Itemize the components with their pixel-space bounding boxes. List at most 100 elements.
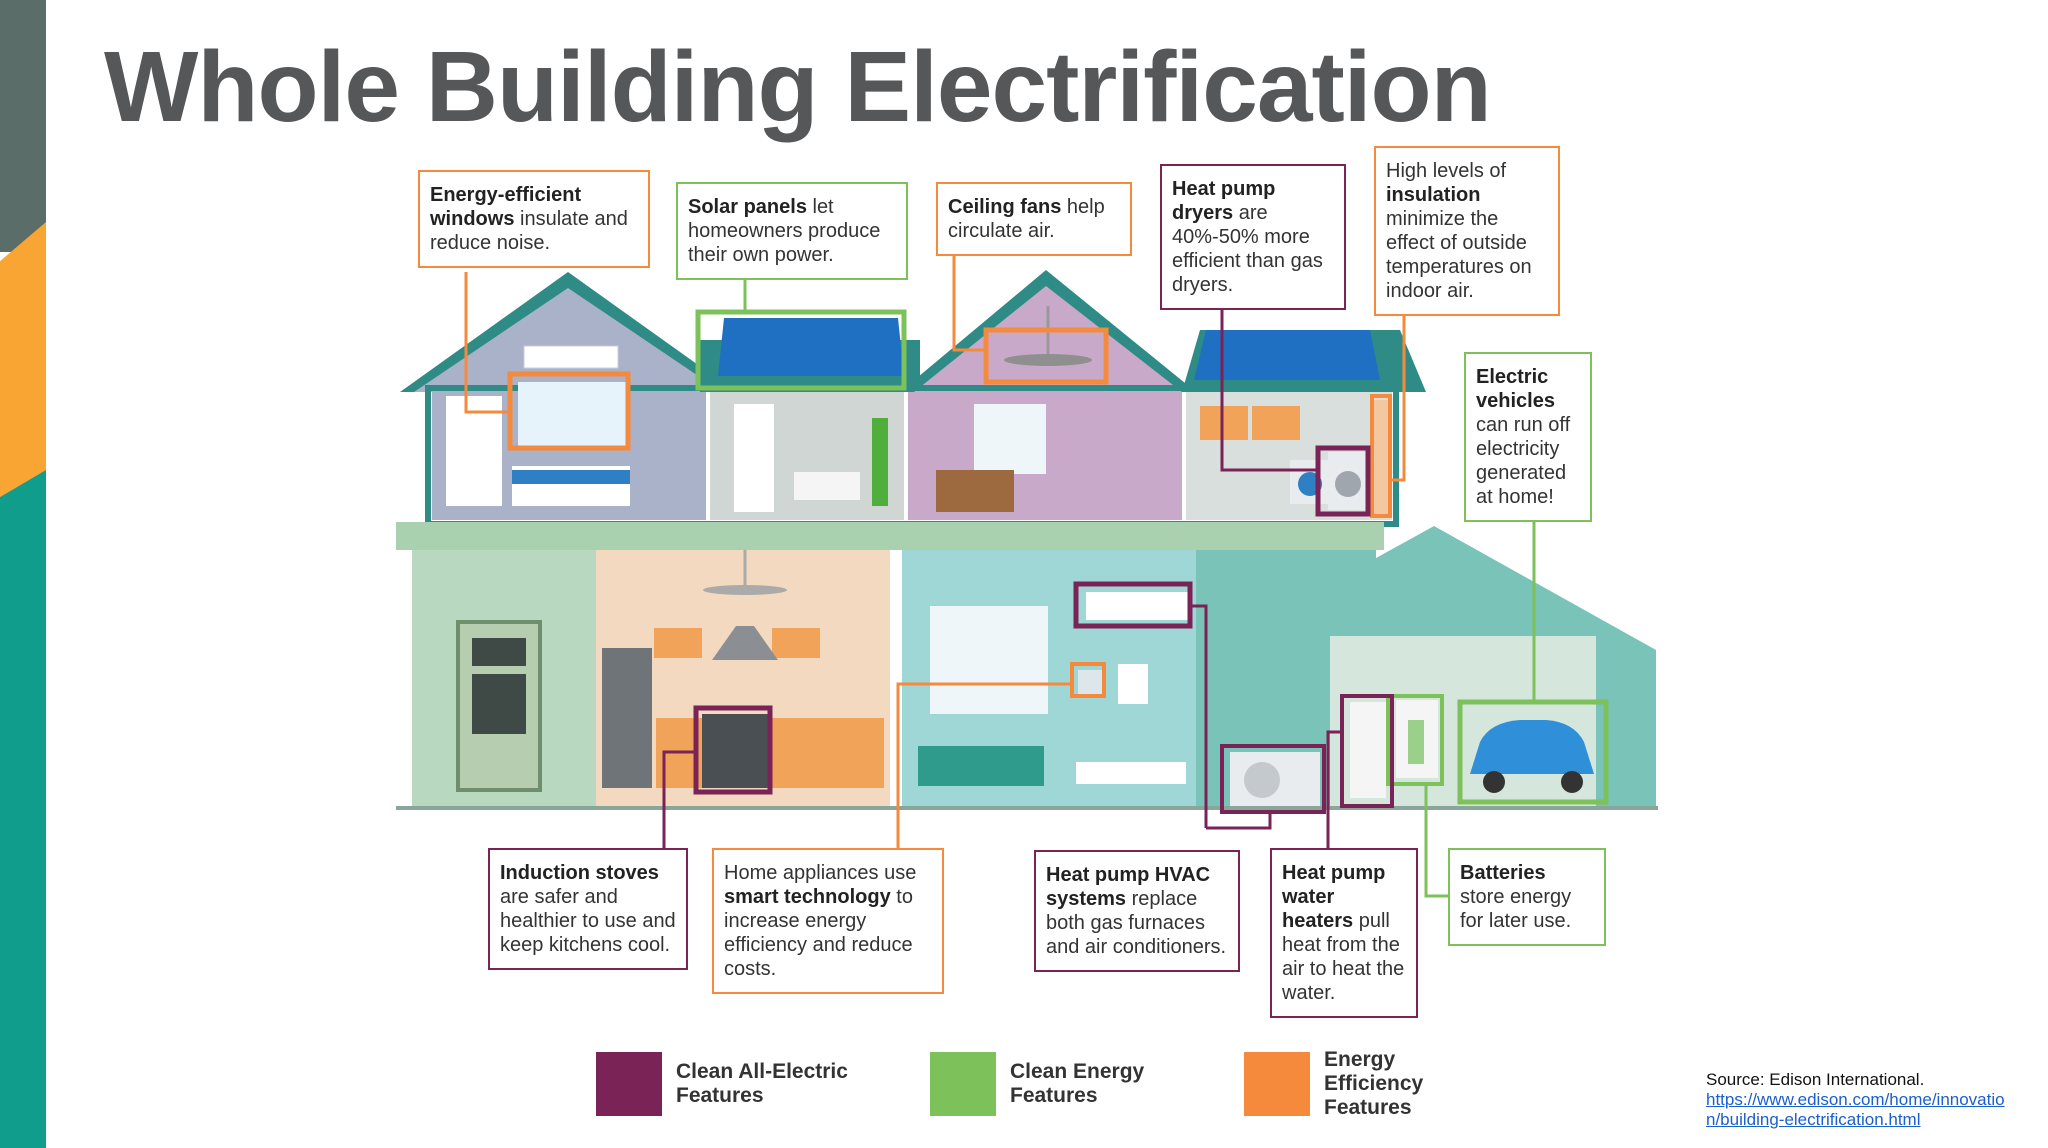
callout-dryers-text: are 40%-50% more efficient than gas drye… xyxy=(1172,202,1323,296)
callout-batteries-bold: Batteries xyxy=(1460,862,1546,884)
insulation-wall xyxy=(1374,400,1390,514)
callout-insulation-text: minimize the effect of outside temperatu… xyxy=(1386,208,1532,302)
dryer-drum xyxy=(1335,471,1361,497)
leader-windows xyxy=(464,272,510,414)
highlight-solar xyxy=(695,309,907,391)
floor-slab xyxy=(396,522,1384,550)
electric-vehicle xyxy=(1470,720,1594,774)
legend-swatch-clean-all-electric xyxy=(596,1052,662,1116)
callout-dryers: Heat pump dryers are 40%-50% more effici… xyxy=(1160,164,1346,310)
callout-fans: Ceiling fans help circulate air. xyxy=(936,182,1132,256)
callout-solar-text: let homeowners produce their own power. xyxy=(688,196,881,266)
hvac-indoor-unit xyxy=(1086,592,1188,620)
sidebar-band-gray xyxy=(0,0,46,252)
callout-insulation: High levels of insulation minimize the e… xyxy=(1374,146,1560,316)
legend-label-clean-all-electric: Clean All-Electric Features xyxy=(676,1060,848,1107)
callout-hvac-bold: Heat pump HVAC systems xyxy=(1046,864,1211,910)
callout-smart-text: to increase energy efficiency and reduce… xyxy=(724,886,913,980)
legend-swatch-energy-efficiency xyxy=(1244,1052,1310,1116)
leader-fans xyxy=(952,256,986,352)
highlight-stove xyxy=(693,705,773,795)
source-citation: Source: Edison International. https://ww… xyxy=(1706,1070,2006,1130)
callout-insulation-pre: High levels of xyxy=(1386,160,1507,182)
callout-dryers-bold: Heat pump dryers xyxy=(1172,178,1276,224)
callout-solar: Solar panels let homeowners produce thei… xyxy=(676,182,908,280)
source-link[interactable]: https://www.edison.com/home/innovation/b… xyxy=(1706,1090,2005,1129)
ground-line xyxy=(396,806,1658,810)
callout-windows-bold: Energy-efficient windows xyxy=(430,184,582,230)
highlight-smart-thermostat xyxy=(1070,662,1106,698)
callout-hvac: Heat pump HVAC systems replace both gas … xyxy=(1034,850,1240,972)
leader-stoves xyxy=(662,750,696,848)
door-panel xyxy=(472,674,526,734)
callout-hvac-text: replace both gas furnaces and air condit… xyxy=(1046,888,1227,958)
upper-cabinet-2 xyxy=(772,628,820,658)
callout-ev: Electric vehicles can run off electricit… xyxy=(1464,352,1592,522)
ceiling-fan xyxy=(1004,354,1092,366)
leader-batteries xyxy=(1424,784,1448,898)
callout-ev-text: can run off electricity generated at hom… xyxy=(1476,414,1571,508)
tv-console xyxy=(1076,762,1186,784)
bath-shelf xyxy=(734,404,774,512)
page-title: Whole Building Electrification xyxy=(104,31,1492,143)
car-wheel-right xyxy=(1561,771,1583,793)
legend-label-clean-energy: Clean Energy Features xyxy=(1010,1060,1145,1107)
callout-ev-bold: Electric vehicles xyxy=(1476,366,1555,412)
sidebar-band-orange xyxy=(0,222,46,502)
upper-cabinet-1 xyxy=(654,628,702,658)
cabinet-left xyxy=(1200,406,1248,440)
sidebar-band-teal xyxy=(0,470,46,1148)
callout-fans-text: help circulate air. xyxy=(948,196,1105,242)
leader-hvac-outdoor xyxy=(1206,812,1272,830)
sidebar-accent xyxy=(0,0,46,1148)
callout-smart-pre: Home appliances use xyxy=(724,862,917,884)
callout-smart: Home appliances use smart technology to … xyxy=(712,848,944,994)
wall-frame xyxy=(1118,664,1148,704)
legend-swatch-clean-energy xyxy=(930,1052,996,1116)
induction-stove xyxy=(702,714,768,788)
door-window xyxy=(472,638,526,666)
callout-stoves: Induction stoves are safer and healthier… xyxy=(488,848,688,970)
gable-1 xyxy=(414,288,722,392)
battery-level xyxy=(1408,720,1424,764)
wall-ac-unit xyxy=(523,345,619,369)
leader-insulation xyxy=(1390,312,1406,482)
water-heater xyxy=(1350,702,1386,798)
smart-thermostat xyxy=(1078,670,1102,694)
callout-batteries: Batteries store energy for later use. xyxy=(1448,848,1606,946)
bed-blanket xyxy=(512,470,630,484)
highlight-hvac-outdoor xyxy=(1220,744,1326,814)
shower-curtain xyxy=(872,418,888,506)
nursery-window xyxy=(974,404,1046,474)
callout-water-bold: Heat pump water heaters xyxy=(1282,862,1386,932)
cabinet-right xyxy=(1252,406,1300,440)
highlight-ceiling-fan xyxy=(983,327,1109,385)
highlight-dryer xyxy=(1315,445,1371,517)
closet xyxy=(446,396,502,506)
callout-windows: Energy-efficient windows insulate and re… xyxy=(418,170,650,268)
bedroom-window xyxy=(518,382,626,446)
hvac-fan xyxy=(1244,762,1280,798)
highlight-water-heater xyxy=(1340,694,1394,808)
callout-stoves-bold: Induction stoves xyxy=(500,862,659,884)
leader-hvac-indoor xyxy=(1190,604,1208,828)
callout-batteries-text: store energy for later use. xyxy=(1460,886,1572,932)
leader-smart xyxy=(896,682,1072,848)
callout-smart-bold: smart technology xyxy=(724,886,891,908)
source-label: Source: Edison International. xyxy=(1706,1070,1925,1089)
refrigerator xyxy=(602,648,652,788)
sofa xyxy=(918,746,1044,786)
bathtub xyxy=(794,472,860,500)
highlight-insulation xyxy=(1370,394,1392,518)
crib xyxy=(936,470,1014,512)
callout-solar-bold: Solar panels xyxy=(688,196,807,218)
leader-water xyxy=(1326,730,1342,848)
callout-fans-bold: Ceiling fans xyxy=(948,196,1062,218)
range-hood xyxy=(712,626,778,660)
leader-dryers xyxy=(1220,310,1318,472)
solar-panel-1 xyxy=(718,318,904,376)
callout-insulation-bold: insulation xyxy=(1386,184,1481,206)
callout-windows-text: insulate and reduce noise. xyxy=(430,208,628,254)
legend-label-energy-efficiency: Energy Efficiency Features xyxy=(1324,1048,1424,1119)
